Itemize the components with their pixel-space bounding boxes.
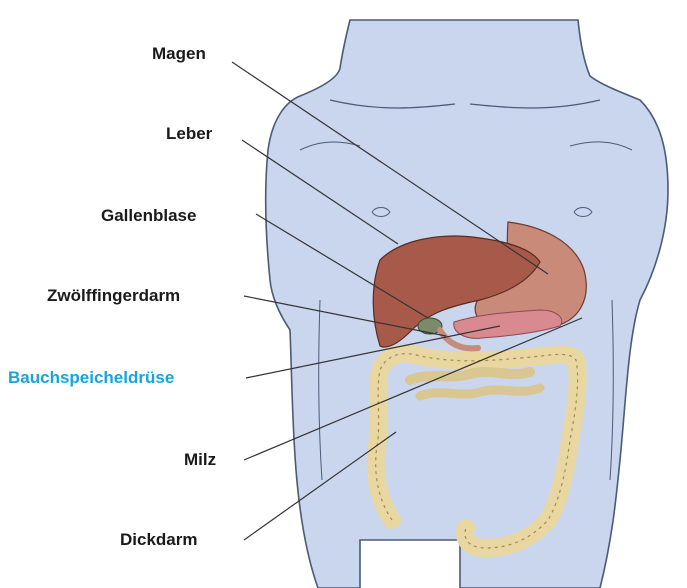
- label-zwoelffingerdarm: Zwölffingerdarm: [47, 286, 180, 306]
- label-bauchspeicheldruese: Bauchspeicheldrüse: [8, 368, 174, 388]
- label-magen: Magen: [152, 44, 206, 64]
- label-dickdarm: Dickdarm: [120, 530, 197, 550]
- label-gallenblase: Gallenblase: [101, 206, 196, 226]
- label-leber: Leber: [166, 124, 212, 144]
- body-silhouette: [266, 20, 668, 588]
- small-intestine: [410, 372, 530, 380]
- label-milz: Milz: [184, 450, 216, 470]
